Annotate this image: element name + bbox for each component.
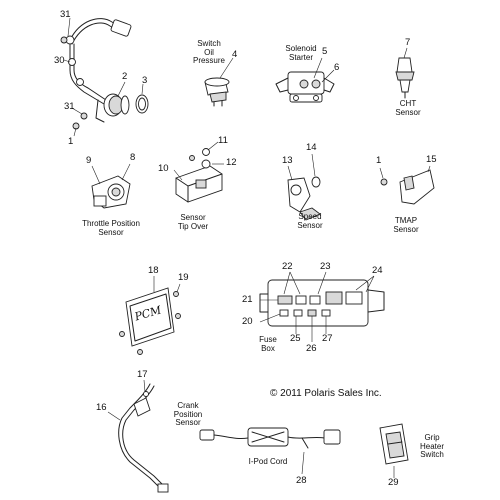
oil-pressure-switch-drawing bbox=[204, 57, 234, 107]
copyright-notice: © 2011 Polaris Sales Inc. bbox=[270, 388, 382, 399]
callout-27: 27 bbox=[322, 333, 333, 344]
callout-28: 28 bbox=[296, 475, 307, 486]
callout-16: 16 bbox=[96, 402, 107, 413]
callout-31-bottom: 31 bbox=[64, 101, 75, 112]
tip-over-sensor-drawing bbox=[173, 141, 224, 203]
callout-9: 9 bbox=[86, 155, 92, 166]
callout-11: 11 bbox=[218, 135, 228, 146]
callout-20: 20 bbox=[242, 316, 253, 327]
callout-21: 21 bbox=[242, 294, 253, 305]
label-switch-oil-pressure: Switch Oil Pressure bbox=[192, 39, 225, 65]
grip-heater-switch-drawing bbox=[379, 423, 409, 478]
harness-sensor-assembly bbox=[60, 17, 149, 137]
label-solenoid-starter: Solenoid Starter bbox=[285, 44, 317, 62]
callout-18: 18 bbox=[148, 265, 159, 276]
label-cht-sensor: CHT Sensor bbox=[395, 99, 421, 117]
callout-1-tmap: 1 bbox=[376, 155, 382, 166]
callout-25: 25 bbox=[290, 333, 301, 344]
callout-3: 3 bbox=[142, 75, 148, 86]
label-throttle-position-sensor: Throttle Position Sensor bbox=[82, 219, 140, 237]
callout-5: 5 bbox=[322, 46, 328, 57]
label-ipod-cord: I-Pod Cord bbox=[248, 457, 288, 466]
callout-10: 10 bbox=[158, 163, 169, 174]
callout-26: 26 bbox=[306, 343, 317, 354]
callout-29: 29 bbox=[388, 477, 399, 488]
callout-15: 15 bbox=[426, 154, 437, 165]
solenoid-starter-drawing bbox=[275, 57, 335, 103]
label-speed-sensor: Speed Sensor bbox=[297, 212, 323, 230]
callout-12: 12 bbox=[226, 157, 237, 168]
throttle-position-sensor-drawing bbox=[91, 163, 131, 209]
callout-2: 2 bbox=[122, 71, 128, 82]
callout-1-harness: 1 bbox=[68, 136, 74, 147]
callout-24: 24 bbox=[372, 265, 383, 276]
label-grip-heater-switch: Grip Heater Switch bbox=[419, 433, 444, 459]
callout-6: 6 bbox=[334, 62, 340, 73]
ipod-cord-drawing bbox=[199, 427, 341, 475]
callout-13: 13 bbox=[282, 155, 293, 166]
cht-sensor-drawing bbox=[395, 47, 415, 99]
callout-4: 4 bbox=[232, 49, 238, 60]
speed-sensor-drawing bbox=[287, 153, 321, 221]
label-sensor-tip-over: Sensor Tip Over bbox=[177, 213, 209, 231]
callout-14: 14 bbox=[306, 142, 317, 153]
callout-17: 17 bbox=[137, 369, 148, 380]
callout-22: 22 bbox=[282, 261, 293, 272]
pcm-drawing bbox=[119, 276, 181, 355]
label-crank-position-sensor: Crank Position Sensor bbox=[173, 401, 203, 427]
callout-7: 7 bbox=[405, 37, 411, 48]
label-fuse-box: Fuse Box bbox=[259, 335, 277, 353]
callout-30: 30 bbox=[54, 55, 65, 66]
callout-31-top: 31 bbox=[60, 9, 71, 20]
label-tmap-sensor: TMAP Sensor bbox=[393, 216, 419, 234]
callout-8: 8 bbox=[130, 152, 136, 163]
tmap-sensor-drawing bbox=[379, 165, 435, 205]
crank-position-sensor-drawing bbox=[107, 379, 169, 493]
fuse-box-drawing bbox=[259, 271, 385, 342]
callout-23: 23 bbox=[320, 261, 331, 272]
callout-19: 19 bbox=[178, 272, 189, 283]
